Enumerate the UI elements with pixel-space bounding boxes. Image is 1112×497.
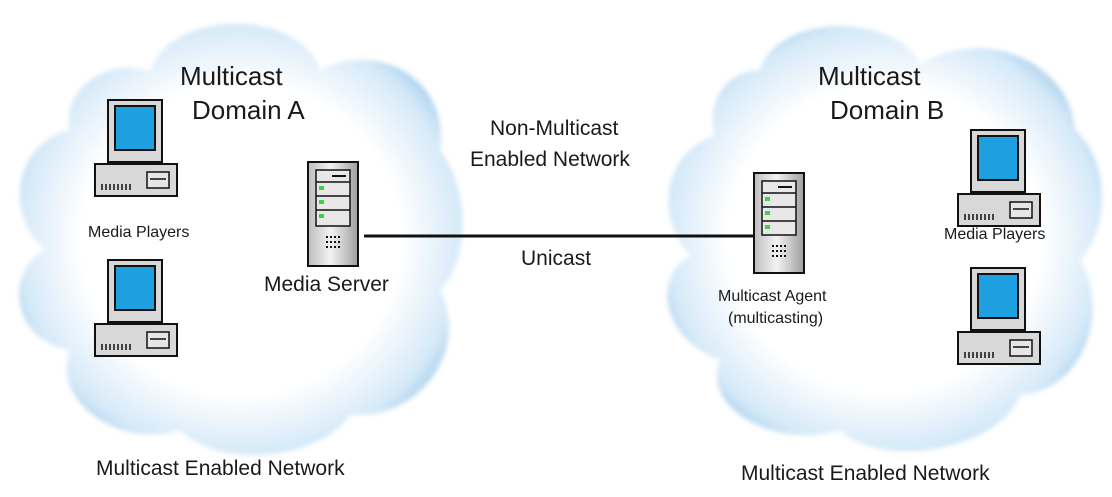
- non-multicast-line1: Non-Multicast: [490, 117, 619, 140]
- media-server-label: Media Server: [264, 273, 389, 296]
- domain-b-title-line1: Multicast: [818, 61, 921, 91]
- domain-b-title-line2: Domain B: [830, 95, 945, 125]
- unicast-label: Unicast: [521, 247, 592, 270]
- domain-b-network-label: Multicast Enabled Network: [741, 462, 990, 485]
- multicast-agent-icon: [753, 172, 805, 274]
- pc-icon: [94, 99, 178, 197]
- multicast-agent-label-line1: Multicast Agent: [718, 288, 827, 305]
- domain-a-network-label: Multicast Enabled Network: [96, 457, 345, 480]
- multicast-agent-label-line2: (multicasting): [728, 310, 824, 327]
- domain-a-title-line2: Domain A: [192, 95, 305, 125]
- non-multicast-line2: Enabled Network: [470, 148, 630, 171]
- domain-a-title-line1: Multicast: [180, 61, 283, 91]
- domain-b-players-label: Media Players: [944, 226, 1046, 243]
- media-server-icon: [307, 161, 359, 267]
- domain-a-players-label: Media Players: [88, 224, 190, 241]
